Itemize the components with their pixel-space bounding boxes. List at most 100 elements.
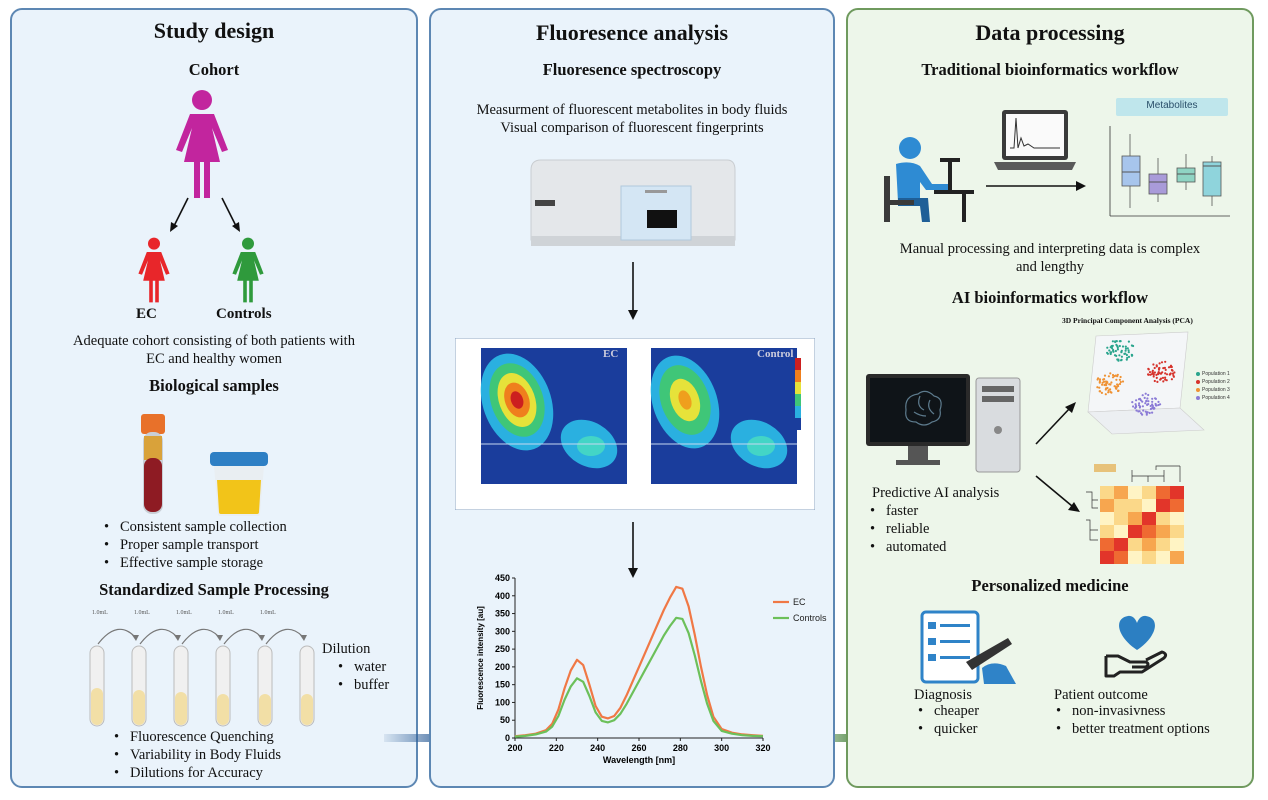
pca-point	[1153, 371, 1156, 374]
panel-title-study-design: Study design	[153, 18, 275, 43]
outcome-point: better treatment options	[1052, 720, 1210, 738]
heart-in-hand-icon	[1104, 615, 1168, 678]
down-arrow-icon	[628, 262, 638, 320]
pca-point	[1106, 346, 1109, 349]
pca-point	[1147, 403, 1150, 406]
pca-point	[1116, 375, 1119, 378]
series-line-controls	[514, 616, 764, 738]
pca-point	[1117, 389, 1120, 392]
map-label-control: Control	[757, 348, 794, 360]
diagnosis-point: cheaper	[914, 702, 979, 720]
pca-point	[1109, 390, 1112, 393]
fluorescence-maps-icon	[455, 338, 815, 510]
sample-point: Effective sample storage	[100, 554, 287, 572]
ai-points-list: faster reliable automated	[866, 502, 946, 556]
pca-point	[1158, 362, 1161, 365]
heatmap-cell	[1156, 486, 1170, 499]
pca-point	[1112, 349, 1115, 353]
pca-point	[1096, 378, 1099, 381]
urine-cup-icon	[210, 452, 268, 516]
woman-controls-icon	[232, 237, 264, 303]
pca-point	[1131, 401, 1134, 404]
pca-point	[1120, 349, 1123, 352]
pca-point	[1100, 391, 1103, 394]
y-tick-label: 100	[495, 697, 510, 707]
pca-point	[1163, 366, 1166, 369]
fluorescence-subtitle: Fluoresence spectroscopy	[542, 60, 722, 79]
woman-cohort-icon	[176, 90, 228, 198]
pca-point	[1098, 381, 1101, 384]
outcome-list: non-invasivness better treatment options	[1052, 702, 1210, 738]
pca-point	[1124, 345, 1127, 348]
ai-computer-icon	[866, 374, 1021, 473]
pca-point	[1115, 354, 1118, 357]
heatmap-cell	[1128, 525, 1142, 538]
transfer-label: 1.0mL	[92, 610, 108, 616]
metabolites-boxplot-icon	[1109, 98, 1230, 217]
pca-point	[1098, 378, 1102, 381]
ai-point: reliable	[866, 520, 946, 538]
dilution-series-icon	[89, 628, 315, 727]
fluorescence-description-line1: Measurment of fluorescent metabolites in…	[476, 102, 788, 118]
diagnosis-clipboard-icon	[920, 610, 1016, 684]
pca-point	[1118, 382, 1122, 386]
heatmap-cell	[1128, 551, 1142, 564]
transfer-label: 1.0mL	[176, 610, 192, 616]
pca-point	[1161, 376, 1165, 379]
controls-group-label: Controls	[216, 306, 272, 322]
fluorescence-description-line2: Visual comparison of fluorescent fingerp…	[500, 120, 764, 136]
heatmap-cell	[1128, 538, 1142, 551]
pca-point	[1144, 410, 1147, 413]
woman-ec-icon	[138, 237, 170, 303]
heatmap-cell	[1100, 551, 1114, 564]
pca-point	[1152, 363, 1155, 366]
pca-point	[1147, 400, 1150, 403]
pca-point	[1134, 406, 1137, 410]
pca-point	[1103, 378, 1106, 381]
x-tick-label: 200	[507, 743, 522, 753]
pca-point	[1119, 380, 1122, 384]
pca-point	[1165, 379, 1168, 382]
patient-outcome-heading: Patient outcome	[1054, 687, 1148, 703]
pca-point	[1151, 370, 1154, 373]
pca-title: 3D Principal Component Analysis (PCA)	[1062, 316, 1193, 325]
processing-point: Variability in Body Fluids	[110, 746, 281, 764]
pca-point	[1119, 375, 1122, 379]
pca-point	[1160, 361, 1164, 364]
metabolites-label: Metabolites	[1146, 100, 1198, 111]
traditional-note-line2: and lengthy	[1015, 259, 1085, 275]
heatmap-cell	[1100, 499, 1114, 512]
arrow-to-heatmap-icon	[1035, 475, 1080, 512]
pca-point	[1121, 380, 1125, 383]
pca-point	[1132, 405, 1135, 408]
pca-point	[1120, 358, 1123, 361]
split-arrows-icon	[170, 197, 240, 232]
pca-point	[1147, 367, 1150, 370]
processing-points-list: Fluorescence Quenching Variability in Bo…	[110, 728, 281, 782]
pca-point	[1123, 352, 1126, 355]
pca-point	[1141, 413, 1144, 416]
pca-point	[1135, 399, 1138, 402]
pca-point	[1148, 371, 1152, 374]
pca-point	[1126, 347, 1129, 350]
biological-samples-heading: Biological samples	[149, 376, 279, 395]
diagnosis-point: quicker	[914, 720, 979, 738]
pca-point	[1118, 340, 1121, 343]
y-axis-label: Fluorescence intensity [au]	[476, 606, 485, 710]
personalized-medicine-heading: Personalized medicine	[971, 576, 1129, 595]
pca-point	[1120, 355, 1123, 358]
pca-point	[1106, 386, 1109, 390]
pca-point	[1117, 359, 1120, 362]
pca-point	[1169, 365, 1172, 368]
pca-point	[1115, 340, 1118, 343]
traditional-note-line1: Manual processing and interpreting data …	[899, 241, 1201, 257]
pca-point	[1151, 400, 1154, 403]
pca-legend: Population 1 Population 2 Population 3 P…	[1202, 370, 1230, 402]
diagnosis-heading: Diagnosis	[914, 687, 972, 703]
pca-scatter-icon	[1087, 331, 1205, 435]
map-label-ec: EC	[603, 348, 619, 360]
heatmap-cell	[1100, 512, 1114, 525]
pca-point	[1107, 391, 1110, 394]
ai-workflow-heading: AI bioinformatics workflow	[951, 288, 1149, 307]
